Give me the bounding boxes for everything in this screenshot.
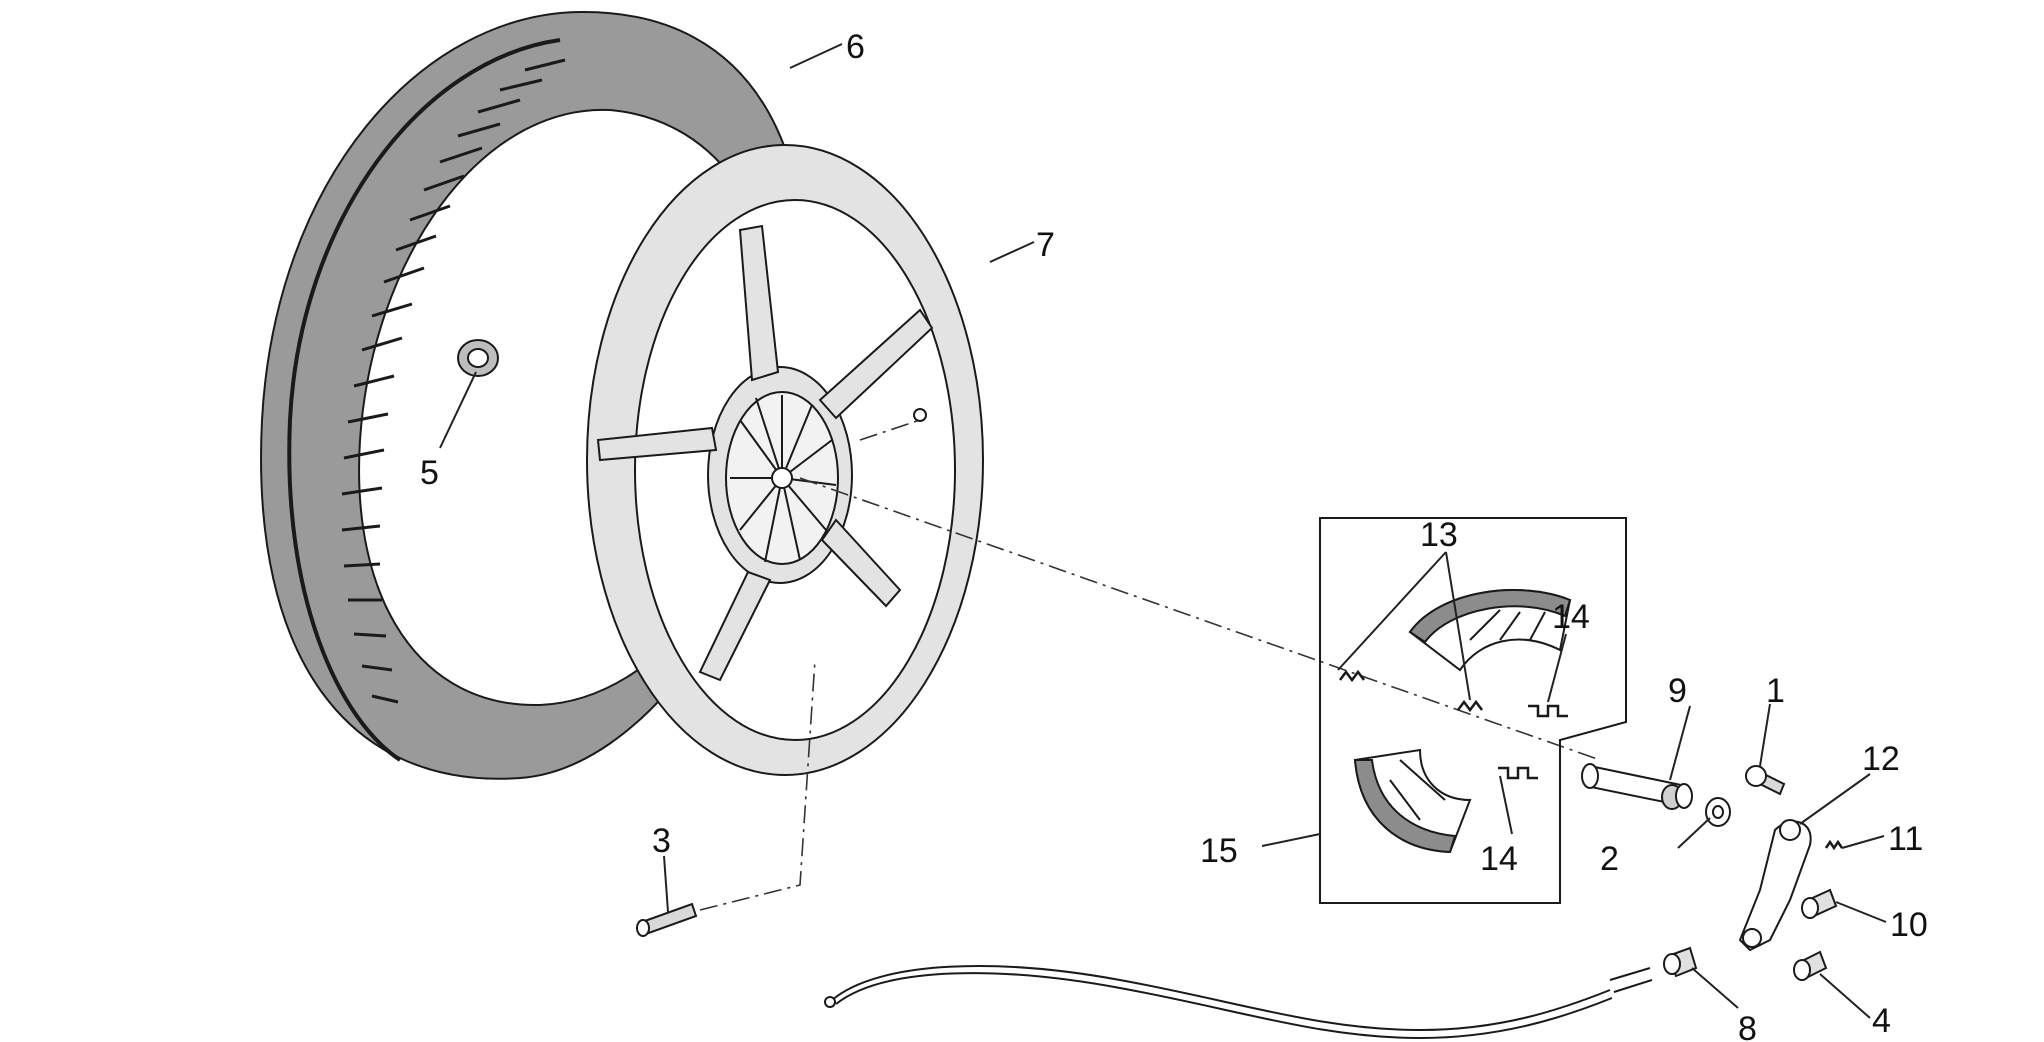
washer [1705,797,1731,827]
callout-7: 7 [1036,226,1055,264]
bushing-large [1801,888,1838,919]
callout-8: 8 [1738,1010,1757,1042]
spoke-centerline [859,419,921,441]
wheel-rim [586,144,984,776]
callout-1: 1 [1766,672,1785,710]
callout-4: 4 [1872,1002,1891,1040]
screw [1745,765,1786,796]
callout-5: 5 [420,454,439,492]
return-spring-left [1339,669,1365,683]
grommet [457,339,499,377]
lever-spring [1824,839,1844,851]
callout-11: 11 [1888,820,1923,858]
axle-centerline [799,477,1601,761]
leader-lines [439,43,1887,1019]
hub-fins [730,395,837,563]
tire-tread [341,58,566,704]
callout-3: 3 [652,822,671,860]
callout-13: 13 [1420,516,1458,554]
return-spring-right [1457,699,1483,713]
valve-centerline [699,659,816,911]
callout-12: 12 [1862,740,1900,778]
callout-14-upper: 14 [1552,598,1590,636]
pivot-bushing [1663,946,1698,978]
shoe-clip-upper [1528,704,1568,718]
tire [260,10,808,780]
tire-valve [636,902,698,937]
rim-spokes [596,224,934,682]
callout-10: 10 [1890,906,1928,944]
brake-cable [824,965,1653,1040]
bushing-small [1793,950,1828,981]
shoe-clip-lower [1498,766,1538,780]
valve-hole [913,408,927,422]
callout-2: 2 [1600,840,1619,878]
brake-kit-frame [1319,517,1627,904]
axle [1581,763,1693,810]
callout-9: 9 [1668,672,1687,710]
brake-shoe-lower [1353,748,1472,854]
callout-14-lower: 14 [1480,840,1518,878]
brake-shoe-upper [1408,589,1572,672]
callout-6: 6 [846,28,865,66]
callout-15: 15 [1200,832,1238,870]
brake-lever [1738,819,1812,952]
